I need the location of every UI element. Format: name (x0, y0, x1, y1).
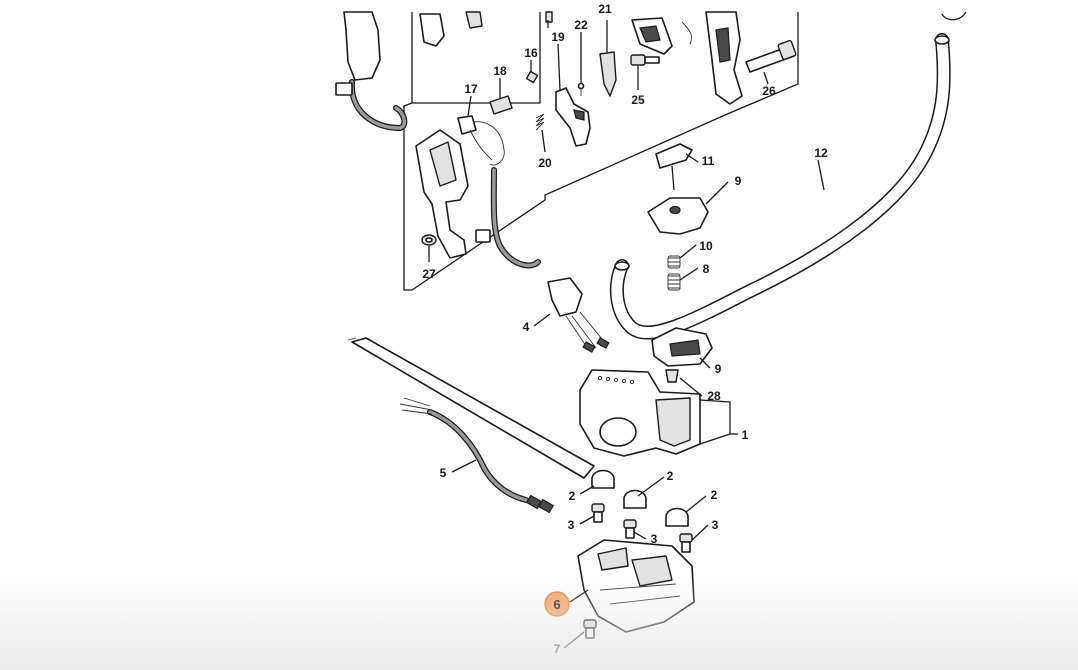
group-frame-outline-lower (403, 12, 799, 291)
part-7-screw (583, 619, 597, 639)
callout-7[interactable]: 7 (554, 642, 561, 656)
part-10-spring (667, 255, 681, 269)
callout-21[interactable]: 21 (598, 2, 612, 16)
part-22-pin (577, 82, 585, 96)
callout-10[interactable]: 10 (699, 239, 713, 253)
callout-25[interactable]: 25 (631, 93, 645, 107)
callout-27[interactable]: 27 (422, 267, 436, 281)
part-1-housing (579, 369, 701, 457)
internal-cable (475, 167, 541, 269)
top-right-handle (705, 11, 743, 105)
rod (347, 337, 595, 479)
callout-1[interactable]: 1 (742, 428, 749, 442)
part-2-clamp-a (591, 469, 615, 489)
part-21-clip (599, 20, 617, 97)
part-20-spring (535, 113, 545, 131)
callout-19[interactable]: 19 (551, 30, 565, 44)
callout-3a[interactable]: 3 (568, 518, 575, 532)
part-9-lower-clamp (651, 327, 713, 367)
part-26-bolt (745, 39, 797, 73)
callout-3c[interactable]: 3 (712, 518, 719, 532)
callout-9b[interactable]: 9 (715, 362, 722, 376)
callout-9a[interactable]: 9 (735, 174, 742, 188)
housing-holes (597, 375, 635, 385)
part-4-connector (547, 277, 610, 353)
callout-12[interactable]: 12 (814, 146, 828, 160)
part-27-nut (421, 234, 437, 246)
callout-6[interactable]: 6 (553, 597, 560, 612)
top-handle-left (335, 11, 408, 132)
callout-16[interactable]: 16 (524, 46, 538, 60)
part-28-insert (665, 369, 679, 383)
callout-17[interactable]: 17 (464, 82, 478, 96)
callout-26[interactable]: 26 (762, 84, 776, 98)
group-frame-outline (411, 12, 541, 104)
part-12-tube (609, 33, 951, 340)
callout-8[interactable]: 8 (703, 262, 710, 276)
callout-3b[interactable]: 3 (651, 532, 658, 546)
callout-28[interactable]: 28 (707, 389, 721, 403)
part-6-lower-housing (577, 539, 695, 633)
callout-5[interactable]: 5 (440, 466, 447, 480)
callout-22[interactable]: 22 (574, 18, 588, 32)
part-19-trigger (555, 87, 591, 147)
part-9-upper-clamp (647, 197, 709, 235)
callout-2b[interactable]: 2 (667, 469, 674, 483)
callout-20[interactable]: 20 (538, 156, 552, 170)
part-25-screw (630, 54, 660, 66)
callout-4[interactable]: 4 (523, 320, 530, 334)
callout-2a[interactable]: 2 (569, 489, 576, 503)
part-3-screw-c (679, 533, 693, 553)
part-5-harness (399, 397, 555, 514)
top-small-parts (419, 11, 553, 47)
callout-2c[interactable]: 2 (711, 488, 718, 502)
part-18-insert (489, 95, 513, 115)
callout-11[interactable]: 11 (702, 154, 715, 168)
part-2-clamp-c (665, 507, 689, 527)
callout-18[interactable]: 18 (493, 64, 507, 78)
part-3-screw-b (623, 519, 637, 539)
part-11-knob (655, 143, 693, 191)
handle-grip-assembly (415, 129, 469, 259)
part-8-spring (667, 273, 681, 291)
part-16-small-nut (525, 70, 539, 84)
part-17-lever (457, 115, 505, 166)
part-3-screw-a (591, 503, 605, 523)
top-right-cable-end (941, 11, 967, 21)
top-switch-housing (631, 17, 693, 55)
